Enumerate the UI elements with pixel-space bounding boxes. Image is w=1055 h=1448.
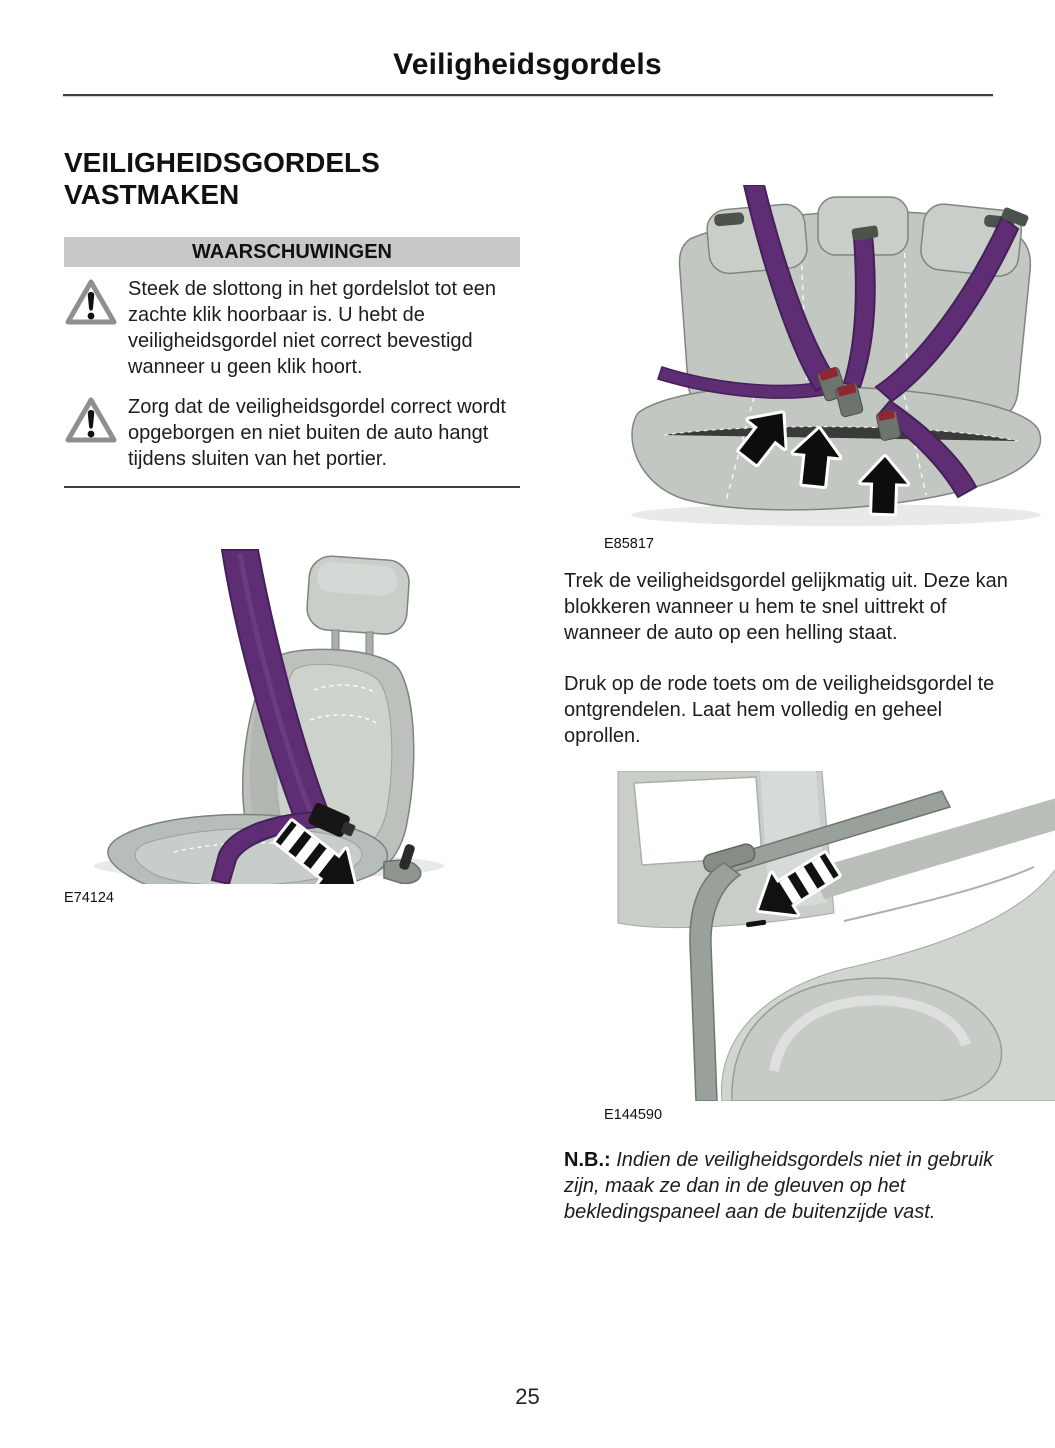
paragraph: Trek de veiligheidsgordel gelijkmatig ui…	[564, 570, 1008, 644]
figure-caption: E144590	[604, 1107, 663, 1123]
left-column: VEILIGHEIDSGORDELS VASTMAKEN WAARSCHUWIN…	[64, 147, 520, 1245]
note-label: N.B.:	[564, 1149, 611, 1171]
figure-belt-stowage: E144590	[604, 771, 1055, 1123]
header-divider	[63, 94, 993, 97]
figure-rear-bench: E85817	[604, 185, 1042, 552]
warning-triangle-icon	[64, 394, 128, 474]
page-number: 25	[515, 1384, 540, 1409]
page-header: Veiligheidsgordels	[0, 0, 1055, 97]
figure-front-seat: E74124	[64, 544, 480, 906]
figure-caption: E74124	[64, 890, 114, 907]
warning-item: Zorg dat de veiligheidsgordel correct wo…	[64, 394, 520, 474]
content-columns: VEILIGHEIDSGORDELS VASTMAKEN WAARSCHUWIN…	[0, 97, 1055, 1245]
section-divider	[64, 486, 520, 489]
warning-triangle-icon	[64, 276, 128, 356]
warning-text: Zorg dat de veiligheidsgordel correct wo…	[128, 396, 506, 471]
page-title: Veiligheidsgordels	[393, 48, 662, 81]
note: N.B.: Indien de veiligheidsgordels niet …	[564, 1147, 1020, 1225]
section-title: VEILIGHEIDSGORDELS VASTMAKEN	[64, 147, 380, 211]
note-text: Indien de veiligheidsgordels niet in geb…	[564, 1149, 994, 1223]
belt-stowage-illustration	[617, 771, 1055, 1101]
paragraph: Druk op de rode toets om de veiligheidsg…	[564, 673, 995, 747]
figure-caption: E85817	[604, 536, 654, 552]
right-column: E85817 Trek de veiligheidsgordel gelijkm…	[564, 147, 1055, 1245]
warning-text: Steek de slottong in het gordelslot tot …	[128, 278, 497, 379]
front-seat-belt-illustration	[94, 549, 444, 885]
warning-item: Steek de slottong in het gordelslot tot …	[64, 276, 520, 380]
warnings-banner: WAARSCHUWINGEN	[64, 237, 520, 268]
rear-seat-belts-illustration	[631, 185, 1042, 526]
